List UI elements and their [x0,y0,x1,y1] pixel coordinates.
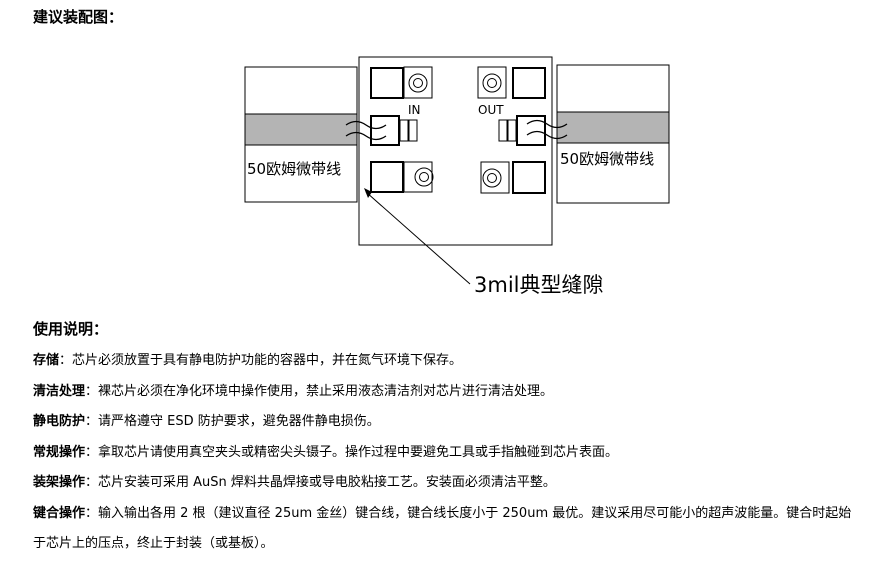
assembly-heading: 建议装配图： [33,8,124,26]
in-label: IN [408,103,421,117]
note-mounting: 装架操作：芯片安装可采用 AuSn 焊料共晶焊接或导电胶粘接工艺。安装面必须清洁… [33,475,556,490]
note-bonding: 键合操作：输入输出各用 2 根（建议直径 25um 金丝）键合线，键合线长度小于… [33,505,852,552]
chip: IN OUT [358,56,553,246]
note-handling: 常规操作：拿取芯片请使用真空夹头或精密尖头镊子。操作过程中要避免工具或手指触碰到… [33,444,619,460]
gap-callout: 3mil典型缝隙 [364,188,604,297]
note-cleaning: 清洁处理：裸芯片必须在净化环境中操作使用，禁止采用液态清洁剂对芯片进行清洁处理。 [33,383,554,399]
bond-wires-left [345,120,387,141]
bond-wires-right [526,119,568,140]
note-storage: 存储：芯片必须放置于具有静电防护功能的容器中，并在氮气环境下保存。 [33,353,463,368]
left-substrate: 50欧姆微带线 [244,66,358,203]
usage-notes: 存储：芯片必须放置于具有静电防护功能的容器中，并在氮气环境下保存。 清洁处理：裸… [33,346,853,560]
note-esd: 静电防护：请严格遵守 ESD 防护要求，避免器件静电损伤。 [33,414,380,429]
microstrip-left-label: 50欧姆微带线 [247,160,341,178]
usage-heading: 使用说明： [33,320,109,338]
microstrip-right-label: 50欧姆微带线 [560,150,654,168]
gap-label: 3mil典型缝隙 [474,273,604,297]
out-label: OUT [478,103,504,117]
assembly-diagram: 50欧姆微带线 50欧姆微带线 IN OUT [244,56,670,297]
right-substrate: 50欧姆微带线 [556,64,670,204]
